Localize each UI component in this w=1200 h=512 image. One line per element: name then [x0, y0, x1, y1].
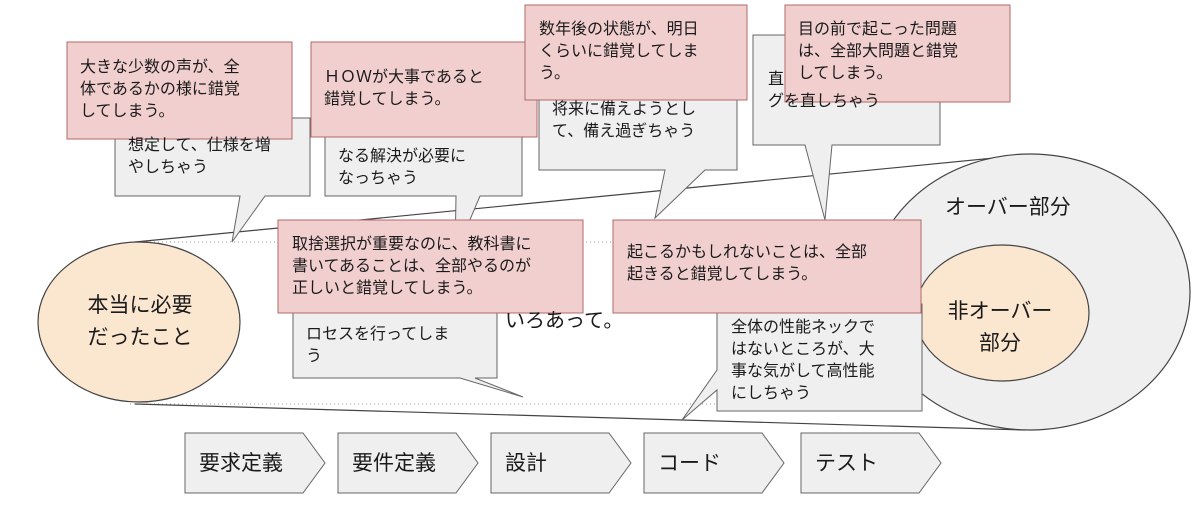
note-do-everything-text: 取捨選択が重要なのに、教科書に 書いてあることは、全部やるのが 正しいと錯覚して…: [292, 234, 532, 298]
note-future-state-text: 数年後の状態が、明日 くらいに錯覚してしま う。: [539, 19, 699, 83]
step-arrow-4: [643, 432, 785, 494]
required-oval: [37, 241, 241, 403]
funnel-edge-bottom: [134, 403, 1026, 431]
bubble-process-text: ロセスを行ってしま う: [306, 324, 450, 366]
bubble-spec: [114, 117, 311, 243]
note-how-important: [310, 41, 538, 138]
step-arrow-5: [800, 432, 942, 494]
required-label: 本当に必要 だったこと: [87, 293, 193, 349]
note-might-happen: [612, 219, 922, 314]
step-label-requirements: 要求定義: [199, 451, 283, 475]
note-vocal-minority-text: 大きな少数の声が、全 体であるかの様に錯覚 してしまう。: [80, 57, 240, 121]
over-label: オーバー部分: [945, 195, 1071, 219]
step-arrow-3: [490, 432, 632, 494]
note-future-state: [524, 4, 748, 101]
hidden-fragment-text: いろあって。: [505, 308, 624, 332]
step-arrow-1: [184, 432, 326, 494]
step-label-specification: 要件定義: [352, 451, 436, 475]
bubble-future: [538, 89, 738, 220]
step-arrow-2: [337, 432, 479, 494]
note-do-everything: [277, 219, 584, 314]
bubble-performance: [681, 303, 923, 421]
bubble-bugfix-text: 直 グを直しちゃう: [768, 69, 881, 111]
bubble-solution-text: なる解決が必要に なっちゃう: [338, 146, 467, 188]
bubble-spec-text: 想定して、仕様を増 やしちゃう: [128, 135, 271, 177]
note-how-important-text: ＨＯＷが大事であると 錯覚してしまう。: [324, 67, 484, 109]
non-over-label: 非オーバー 部分: [947, 299, 1053, 355]
step-label-design: 設計: [505, 451, 547, 475]
note-vocal-minority: [66, 41, 293, 140]
bubble-performance-text: 全体の性能ネックで はないところが、大 事な気がして高性能 にしちゃう: [731, 317, 876, 403]
note-might-happen-text: 起こるかもしれないことは、全部 起きると錯覚してしまう。: [627, 242, 868, 284]
note-big-problem: [784, 4, 1011, 103]
step-label-code: コード: [658, 451, 721, 475]
note-big-problem-text: 目の前で起こった問題 は、全部大問題と錯覚 してしまう。: [798, 19, 959, 83]
bubble-future-text: 将来に備えようとし て、備え過ぎちゃう: [552, 99, 697, 141]
step-label-test: テスト: [815, 451, 878, 475]
